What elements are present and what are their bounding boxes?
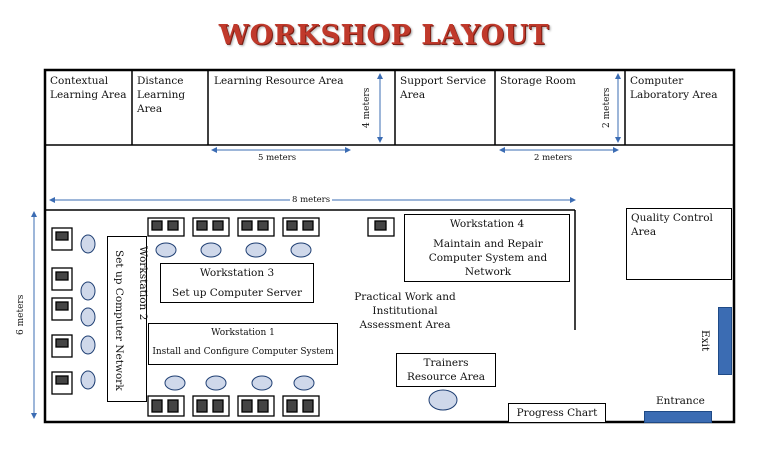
chair-icon: [80, 234, 96, 254]
chair-icon: [251, 375, 273, 391]
workstation-1-task: Install and Configure Computer System: [152, 347, 334, 357]
practical-work-area: Practical Work and Institutional Assessm…: [354, 291, 456, 331]
quality-control-area: Quality Control Area: [626, 208, 732, 280]
storage-room: Storage Room: [500, 75, 576, 87]
chair-icon: [80, 307, 96, 327]
chair-icon: [155, 242, 177, 258]
desk-icon: [147, 217, 185, 237]
progress-chart: Progress Chart: [508, 403, 606, 423]
entrance-door[interactable]: [644, 411, 712, 423]
desk-icon: [51, 227, 73, 251]
desk-icon: [192, 217, 230, 237]
learning-resource-area: Learning Resource Area: [214, 75, 344, 87]
outer-wall: [43, 68, 736, 424]
page-title: WORKSHOP LAYOUT: [218, 20, 550, 51]
workstation-4-box: Workstation 4 Maintain and Repair Comput…: [404, 214, 570, 282]
desk-icon: [282, 217, 320, 237]
workstation-2-box: [107, 236, 147, 402]
trainer-chair-icon: [428, 389, 458, 411]
exit-label: Exit: [699, 330, 711, 352]
chair-icon: [80, 335, 96, 355]
workstation-3-title: Workstation 3: [199, 267, 275, 279]
entrance-label: Entrance: [656, 395, 705, 407]
desk-icon: [51, 334, 73, 358]
dimension-2m-horizontal: 2 meters: [534, 153, 573, 163]
workstation-3-box: Workstation 3 Set up Computer Server: [160, 263, 314, 303]
chair-icon: [205, 375, 227, 391]
desk-icon: [282, 395, 320, 417]
dimension-4m: 4 meters: [362, 87, 372, 128]
computer-laboratory-area: Computer Laboratory Area: [630, 75, 718, 101]
desk-icon: [367, 217, 395, 237]
workstation-4-task: Maintain and Repair Computer System and …: [428, 238, 548, 278]
contextual-learning-area: Contextual Learning Area: [50, 75, 127, 101]
quality-control-label: Quality Control Area: [631, 212, 713, 238]
chair-icon: [80, 281, 96, 301]
chair-icon: [290, 242, 312, 258]
dimension-5m: 5 meters: [258, 153, 297, 163]
desk-icon: [51, 267, 73, 291]
dimension-6m: 6 meters: [16, 294, 26, 335]
trainers-resource-label: Trainers Resource Area: [406, 357, 486, 383]
desk-icon: [237, 395, 275, 417]
chair-icon: [293, 375, 315, 391]
workstation-1-title: Workstation 1: [211, 328, 275, 338]
support-service-area: Support Service Area: [400, 75, 487, 101]
desk-icon: [237, 217, 275, 237]
chair-icon: [200, 242, 222, 258]
chair-icon: [245, 242, 267, 258]
progress-chart-label: Progress Chart: [516, 407, 598, 419]
chair-icon: [80, 370, 96, 390]
distance-learning-area: Distance Learning Area: [137, 75, 186, 115]
workstation-2-task: Set up Computer Network: [113, 250, 125, 391]
desk-icon: [147, 395, 185, 417]
exit-door[interactable]: [718, 307, 732, 375]
desk-icon: [192, 395, 230, 417]
trainers-resource-area: Trainers Resource Area: [396, 353, 496, 387]
dimension-8m: 8 meters: [290, 195, 333, 205]
desk-icon: [51, 297, 73, 321]
chair-icon: [164, 375, 186, 391]
dimension-2m-vertical: 2 meters: [602, 87, 612, 128]
workstation-4-title: Workstation 4: [449, 218, 525, 230]
workstation-3-task: Set up Computer Server: [172, 287, 302, 299]
workstation-1-box: Workstation 1 Install and Configure Comp…: [148, 323, 338, 365]
desk-icon: [51, 371, 73, 395]
